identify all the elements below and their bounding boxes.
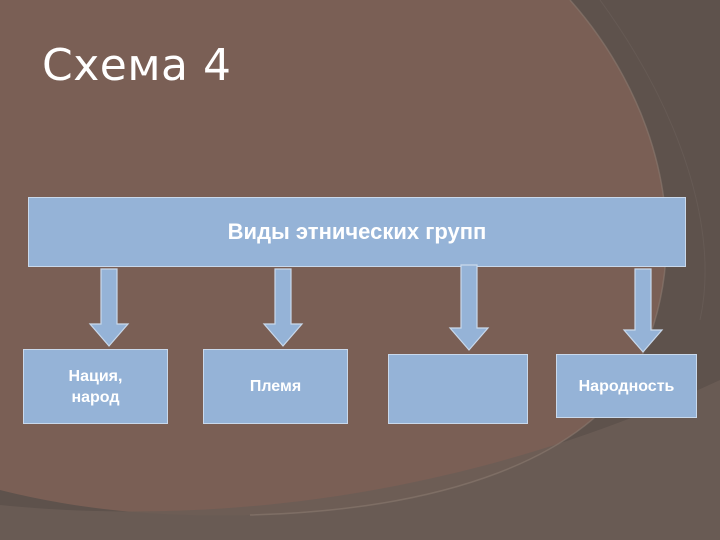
root-node-label: Виды этнических групп [227,219,487,244]
child-node-label: Нация, народ [68,367,123,406]
child-node-nation: Нация, народ [23,349,168,424]
child-node-empty [388,354,528,424]
child-node-tribe: Племя [203,349,348,424]
slide-title: Схема 4 [42,40,232,91]
child-node-nationality: Народность [556,354,697,418]
arrow-down-icon [262,268,304,347]
root-node: Виды этнических групп [28,197,686,267]
arrow-down-icon [448,264,490,351]
child-node-label: Народность [578,377,675,395]
child-node-label: Племя [249,378,302,395]
arrow-down-icon [88,268,130,347]
arrow-down-icon [622,268,664,353]
